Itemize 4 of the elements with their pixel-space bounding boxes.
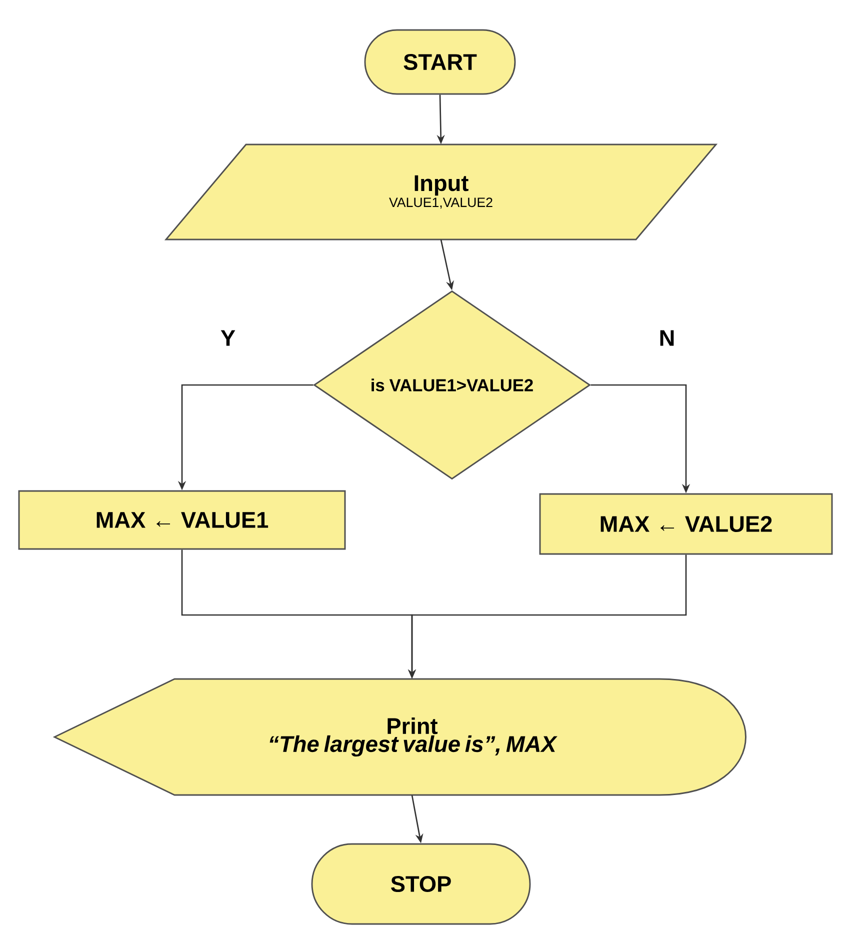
edge-label: N (660, 330, 674, 346)
process-box: MAX ← VALUE1 (18, 490, 346, 550)
edge-label: Y (220, 330, 236, 346)
process-box: MAX ← VALUE2 (539, 493, 833, 555)
